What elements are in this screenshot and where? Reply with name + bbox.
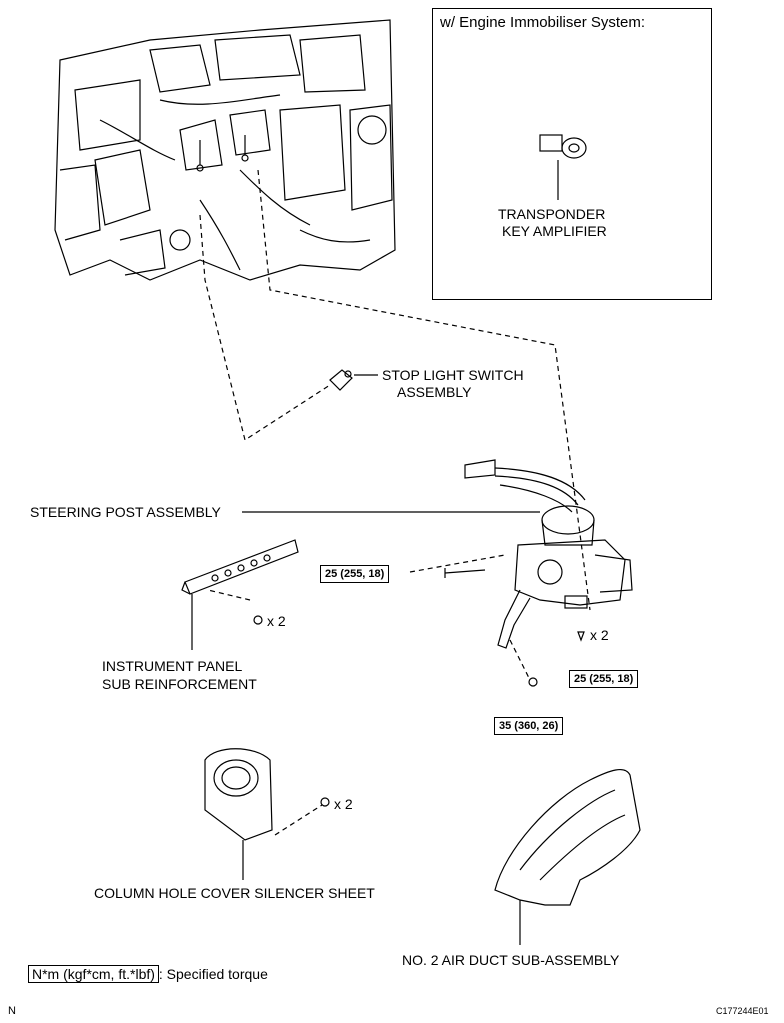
stop-light-switch-drawing (329, 369, 378, 391)
qty-cover-nut: x 2 (334, 796, 353, 812)
torque-legend: N*m (kgf*cm, ft.*lbf): Specified torque (28, 965, 268, 983)
footer-code: C177244E01 (716, 1006, 769, 1016)
column-hole-label: COLUMN HOLE COVER SILENCER SHEET (94, 885, 375, 901)
stop-light-label-line2: ASSEMBLY (397, 384, 472, 400)
transponder-label-line2: KEY AMPLIFIER (502, 223, 607, 239)
qty-right-bolt: x 2 (590, 627, 609, 643)
torque-box-left: 25 (255, 18) (320, 565, 390, 583)
instrument-panel-label-line1: INSTRUMENT PANEL (102, 658, 243, 674)
qty-panel-screw: x 2 (267, 613, 286, 629)
bolt-drawings (253, 568, 585, 807)
transponder-label-line1: TRANSPONDER (498, 206, 606, 222)
dashboard-illustration (54, 19, 396, 281)
torque-box-right: 25 (255, 18) (569, 670, 639, 688)
air-duct-drawing (494, 768, 641, 945)
steering-post-label: STEERING POST ASSEMBLY (30, 504, 221, 520)
torque-box-bottom: 35 (360, 26) (494, 717, 564, 735)
legend-unit-box: N*m (kgf*cm, ft.*lbf) (28, 965, 159, 983)
inset-title: w/ Engine Immobiliser System: (440, 14, 646, 31)
stop-light-label-line1: STOP LIGHT SWITCH (382, 367, 524, 383)
instrument-panel-label-line2: SUB REINFORCEMENT (102, 676, 257, 692)
immobiliser-inset (432, 8, 712, 300)
instrument-panel-drawing (181, 539, 299, 650)
column-hole-cover-drawing (204, 748, 273, 880)
steering-post-drawing (464, 459, 633, 649)
dashed-leaders (199, 169, 591, 836)
transponder-key-amplifier-drawing (539, 134, 587, 200)
air-duct-label: NO. 2 AIR DUCT SUB-ASSEMBLY (402, 952, 620, 968)
footer-left: N (8, 1005, 16, 1017)
legend-desc: : Specified torque (158, 966, 268, 982)
